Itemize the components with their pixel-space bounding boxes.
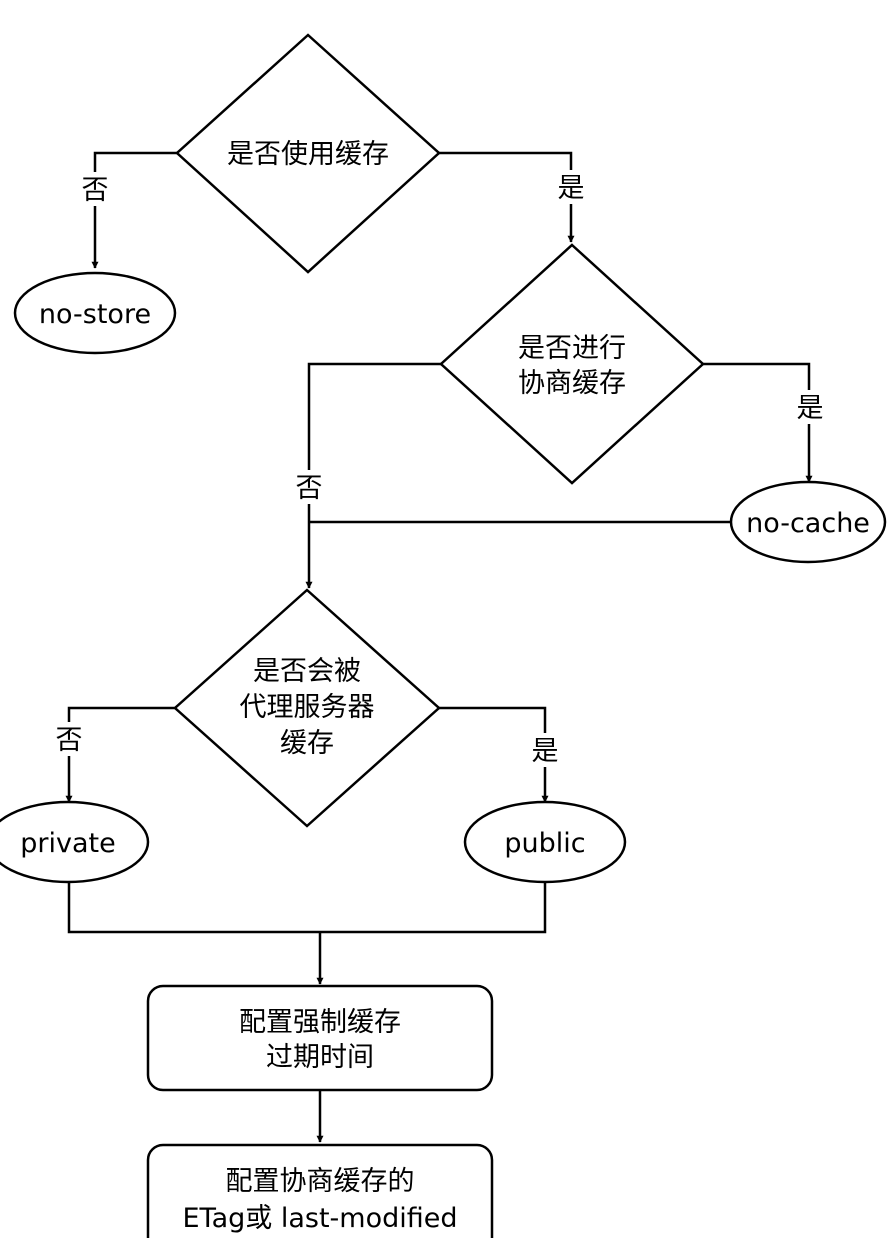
process-set-expiry — [146, 984, 494, 1092]
edge-proxy-no — [65, 706, 175, 803]
terminal-private — [0, 800, 150, 884]
process-set-validators — [146, 1143, 494, 1238]
decision-proxy-label-2: 代理服务器 — [240, 692, 375, 723]
decision-negotiate-label-2: 协商缓存 — [518, 368, 626, 399]
edge-negotiate-no — [305, 362, 441, 589]
decision-proxy-label-1: 是否会被 — [253, 656, 361, 687]
edge-use-cache-yes — [439, 151, 575, 243]
terminal-no-cache-label: no-cache — [746, 508, 870, 539]
decision-negotiate-label-1: 是否进行 — [518, 333, 626, 364]
terminal-no-cache — [729, 480, 887, 564]
process-set-validators-label-1: 配置协商缓存的 — [226, 1166, 415, 1197]
decision-proxy-cache — [173, 588, 441, 828]
edge-label-negotiate-no: 否 — [296, 473, 323, 504]
decision-negotiate — [439, 243, 705, 485]
edge-label-use-cache-no: 否 — [82, 175, 109, 206]
edge-label-use-cache-yes: 是 — [558, 173, 585, 204]
terminal-no-store-label: no-store — [39, 299, 151, 330]
decision-use-cache — [175, 33, 441, 274]
process-set-expiry-label-2: 过期时间 — [266, 1042, 374, 1073]
decision-use-cache-label: 是否使用缓存 — [227, 139, 389, 170]
process-set-validators-label-2: ETag或 last-modified — [182, 1203, 457, 1234]
terminal-no-store — [13, 271, 177, 355]
edge-private-join — [67, 882, 320, 934]
decision-proxy-label-3: 缓存 — [280, 728, 334, 759]
edge-public-join — [320, 882, 547, 934]
terminal-private-label: private — [20, 828, 115, 859]
terminal-public — [463, 800, 627, 884]
edge-label-proxy-no: 否 — [56, 725, 83, 756]
process-set-expiry-label-1: 配置强制缓存 — [239, 1007, 401, 1038]
terminal-public-label: public — [504, 828, 585, 859]
edge-label-proxy-yes: 是 — [532, 736, 559, 767]
edge-label-negotiate-yes: 是 — [797, 393, 824, 424]
edge-use-cache-no — [91, 151, 177, 269]
edge-proxy-yes — [439, 706, 549, 803]
edge-negotiate-yes — [703, 362, 813, 483]
